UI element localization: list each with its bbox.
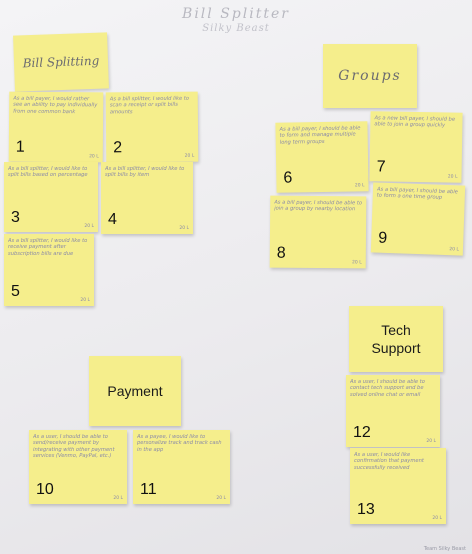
story-number: 10 [36, 481, 54, 498]
story-tag: 20 L [113, 496, 123, 501]
story-text: As a user, I should be able to send/rece… [33, 434, 115, 460]
story-tag: 20 L [179, 226, 189, 231]
story-note: As a bill splitter, I would like to spli… [101, 162, 193, 234]
story-tag: 20 L [80, 298, 90, 303]
story-number: 7 [376, 158, 386, 176]
story-text: As a user, I should be able to contact t… [350, 379, 425, 398]
header-note-groups: Groups [323, 44, 417, 108]
story-note: As a payee, I would like to personalize … [133, 430, 230, 504]
story-number: 11 [140, 481, 157, 498]
story-text: As a bill payer, I should be able to for… [279, 125, 361, 146]
story-text: As a bill splitter, I would like to rece… [8, 238, 88, 257]
story-tag: 20 L [432, 516, 442, 521]
header-label: Tech Support [371, 322, 421, 356]
story-tag: 20 L [354, 183, 365, 189]
story-text: As a bill payer, I would rather see an a… [13, 95, 98, 115]
story-tag: 20 L [84, 224, 94, 229]
story-note: As a bill payer, I would rather see an a… [8, 91, 104, 163]
story-number: 5 [11, 283, 20, 300]
story-text: As a bill splitter, I would like to spli… [8, 166, 88, 179]
story-number: 1 [15, 138, 25, 156]
story-number: 4 [108, 211, 117, 228]
story-note: As a new bill payer, I should be able to… [369, 111, 463, 183]
board-subtitle: Silky Beast [202, 23, 270, 34]
story-note: As a bill splitter, I would like to spli… [4, 162, 98, 232]
header-label: Groups [338, 68, 402, 84]
story-number: 9 [378, 229, 388, 247]
board-title: Bill Splitter [182, 6, 290, 22]
story-text: As a user, I would like confirmation tha… [354, 452, 424, 471]
story-tag: 20 L [89, 154, 99, 160]
story-text: As a bill payer, I should be able to joi… [274, 199, 363, 213]
story-note: As a user, I should be able to contact t… [346, 375, 440, 447]
story-number: 6 [283, 169, 293, 187]
story-tag: 20 L [449, 247, 460, 253]
story-tag: 20 L [216, 496, 226, 501]
header-note-tech-support: Tech Support [349, 306, 443, 372]
story-note: As a user, I should be able to send/rece… [29, 430, 127, 504]
story-number: 2 [113, 139, 123, 157]
story-number: 12 [353, 424, 371, 441]
story-note: As a bill payer, I should be able to joi… [269, 195, 367, 269]
story-note: As a bill splitter, I would like to rece… [4, 234, 94, 306]
story-number: 3 [11, 209, 20, 226]
story-text: As a new bill payer, I should be able to… [374, 115, 456, 129]
story-tag: 20 L [426, 439, 436, 444]
story-number: 8 [276, 244, 286, 262]
story-text: As a bill splitter, I would like to spli… [105, 166, 185, 179]
story-tag: 20 L [352, 260, 362, 266]
header-note-payment: Payment [89, 356, 181, 426]
story-tag: 20 L [447, 174, 458, 180]
story-note: As a bill splitter, I would like to scan… [105, 91, 199, 163]
story-text: As a bill payer, I should be able to for… [376, 186, 458, 202]
story-tag: 20 L [184, 153, 195, 159]
story-note: As a bill payer, I should be able to for… [275, 121, 369, 193]
story-text: As a bill splitter, I would like to scan… [109, 95, 190, 116]
story-note: As a bill payer, I should be able to for… [370, 182, 466, 256]
header-label: Bill Splitting [22, 53, 100, 71]
board-footer: Team Silky Beast [423, 546, 466, 552]
header-label: Payment [107, 383, 163, 399]
story-text: As a payee, I would like to personalize … [137, 434, 222, 453]
header-note-bill-splitting: Bill Splitting [13, 32, 109, 92]
story-number: 13 [357, 501, 375, 518]
story-note: As a user, I would like confirmation tha… [350, 448, 446, 524]
